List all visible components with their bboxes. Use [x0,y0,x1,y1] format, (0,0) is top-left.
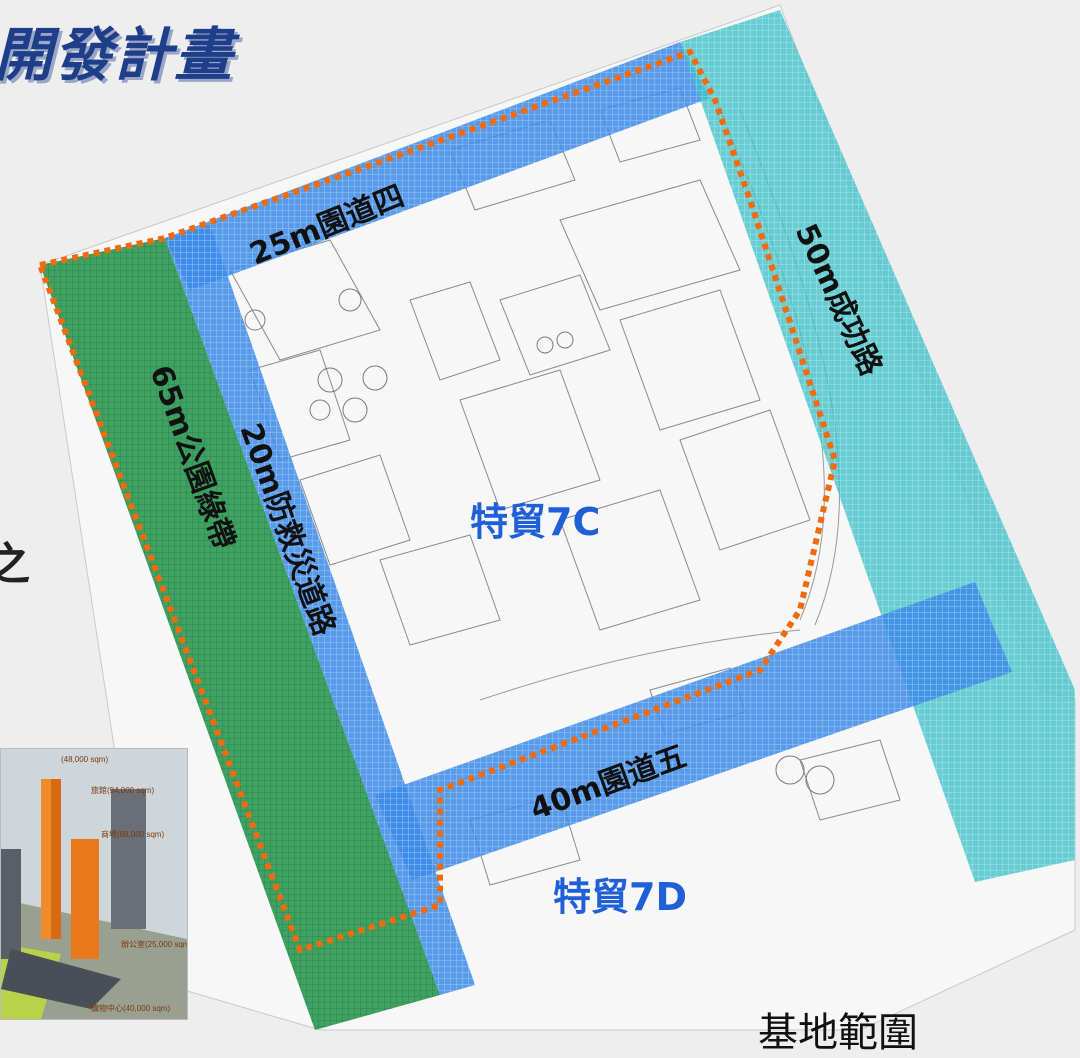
left-edge-glyph: 之 [0,539,30,590]
inset-label-shopping: 購物中心(40,000 sqm) [91,1004,171,1013]
inset-label-hotel: 旅館(94,000 sqm) [91,786,155,795]
label-zone-7d: 特貿7D [553,875,687,919]
inset-label-top: (48,000 sqm) [61,755,109,764]
storage-tanks [244,288,835,795]
page-title: 開發計畫 [0,21,235,89]
bottom-caption: 基地範圍 [758,1010,918,1056]
rendering-inset: (48,000 sqm) 旅館(94,000 sqm) 商場(88,000 sq… [0,748,188,1020]
building-rendering [1,749,187,1019]
label-zone-7c: 特貿7C [470,500,600,544]
inset-label-office: 辦公室(25,000 sqm) [121,940,188,949]
inset-label-mall: 商場(88,000 sqm) [101,830,165,839]
